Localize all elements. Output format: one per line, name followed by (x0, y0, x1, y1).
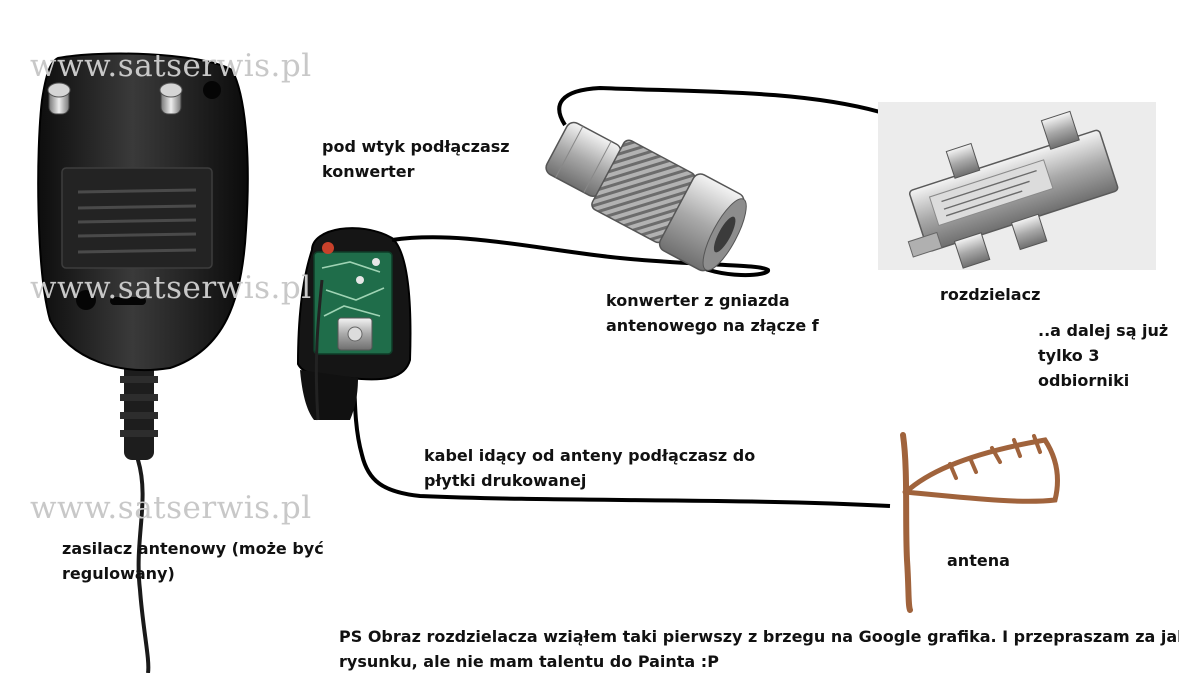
label-line: ..a dalej są już (1038, 321, 1169, 340)
plug-pin-left (47, 82, 71, 115)
converter-cable (391, 235, 771, 277)
label-cable-instruction: kabel idący od anteny podłączasz do płyt… (424, 443, 755, 493)
label-line: rysunku, ale nie mam talentu do Painta :… (339, 652, 719, 671)
pcb-module-image (296, 227, 891, 508)
antenna-drawing (900, 432, 1061, 613)
label-line: konwerter (322, 162, 415, 181)
label-line: tylko 3 (1038, 346, 1100, 365)
label-line: antenowego na złącze f (606, 316, 819, 335)
label-antenna: antena (947, 548, 1010, 573)
label-line: pod wtyk podłączasz (322, 137, 510, 156)
label-line: kabel idący od anteny podłączasz do (424, 446, 756, 465)
antenna-directors (948, 434, 1042, 480)
label-ps-note: PS Obraz rozdzielacza wziąłem taki pierw… (339, 624, 1179, 674)
antenna-mast (900, 432, 913, 613)
label-line: płytki drukowanej (424, 471, 587, 490)
splitter-input-port (945, 142, 981, 179)
power-supply-image (37, 52, 249, 673)
splitter-output-port-3 (1010, 213, 1048, 251)
label-converter: konwerter z gniazda antenowego na złącze… (606, 288, 819, 338)
label-line: antena (947, 551, 1010, 570)
splitter-output-port-1 (1040, 110, 1080, 150)
label-splitter: rozdzielacz (940, 282, 1040, 307)
watermark-bottom: www.satserwis.pl (30, 490, 312, 526)
label-line: odbiorniki (1038, 371, 1130, 390)
label-power-supply: zasilacz antenowy (może być regulowany) (62, 536, 324, 586)
label-line: regulowany) (62, 564, 175, 583)
plug-pin-right (159, 82, 183, 115)
antenna-cable (350, 339, 891, 508)
splitter-output-port-2 (953, 232, 991, 269)
label-converter-instruction: pod wtyk podłączasz konwerter (322, 134, 510, 184)
label-line: PS Obraz rozdzielacza wziąłem taki pierw… (339, 627, 1179, 646)
antenna-element (902, 437, 1061, 504)
label-line: konwerter z gniazda (606, 291, 790, 310)
converter-image (545, 85, 881, 272)
label-line: rozdzielacz (940, 285, 1041, 304)
label-receivers: ..a dalej są już tylko 3 odbiorniki (1038, 318, 1168, 393)
power-supply-strain-relief (120, 360, 158, 460)
splitter-image (878, 102, 1156, 270)
splitter-cable (557, 85, 881, 127)
watermark-top: www.satserwis.pl (30, 48, 312, 84)
watermark-middle: www.satserwis.pl (30, 270, 312, 306)
label-line: zasilacz antenowy (może być (62, 539, 324, 558)
